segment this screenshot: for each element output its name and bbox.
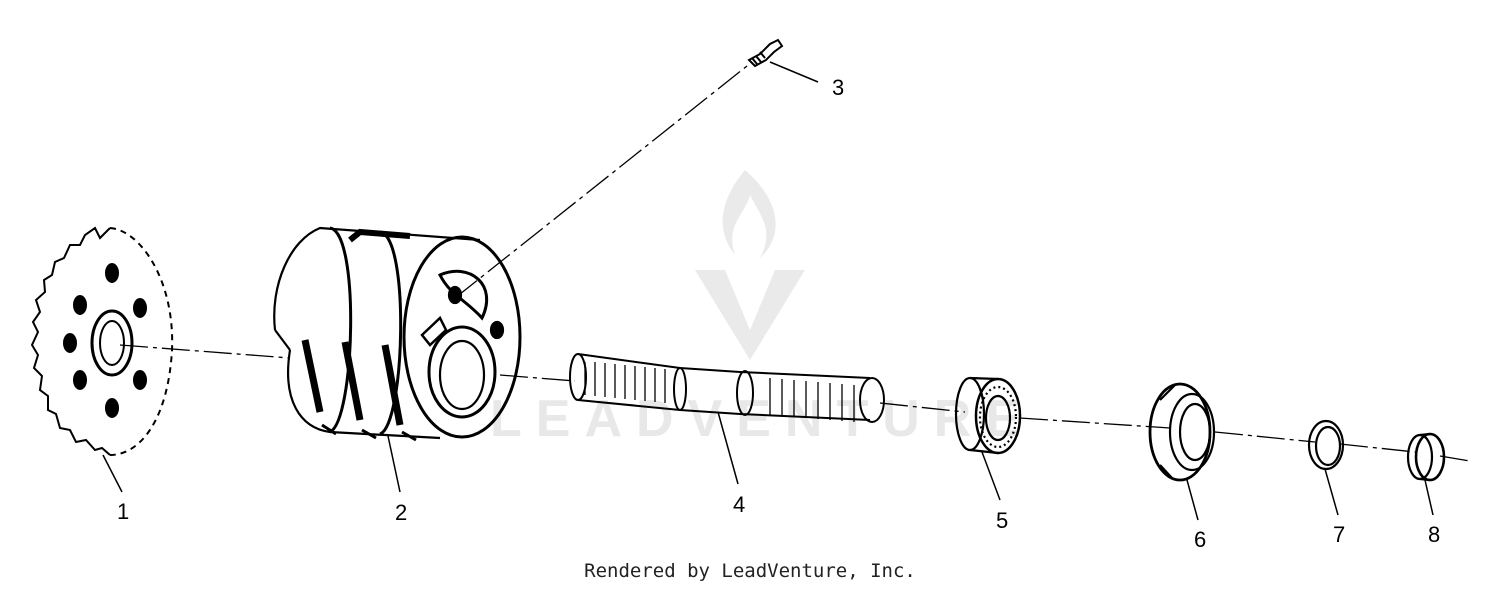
assembly-axis-line (119, 61, 1471, 462)
callout-5: 5 (996, 508, 1008, 533)
part-2-clutch-drum (273, 226, 522, 442)
part-7-ring (1307, 419, 1345, 471)
part-8-nut (1406, 432, 1446, 482)
sprocket-hub (90, 309, 134, 377)
part-6-seal (1148, 382, 1216, 482)
watermark-logo: LEADVENTURE (490, 170, 1034, 448)
callout-1: 1 (117, 499, 129, 524)
callout-4: 4 (733, 492, 745, 517)
part-3-screw (747, 38, 784, 68)
callout-6: 6 (1194, 527, 1206, 552)
callout-8: 8 (1428, 522, 1440, 547)
part-5-bearing (954, 376, 1022, 455)
watermark-text: LEADVENTURE (490, 390, 1034, 448)
part-1-sprocket (30, 226, 174, 456)
render-credit: Rendered by LeadVenture, Inc. (584, 560, 916, 582)
callout-3: 3 (832, 75, 844, 100)
callout-2: 2 (395, 500, 407, 525)
clutch-face (402, 235, 522, 439)
leader-lines (102, 61, 1434, 521)
part-4-splined-shaft (569, 353, 885, 423)
callout-7: 7 (1333, 522, 1345, 547)
